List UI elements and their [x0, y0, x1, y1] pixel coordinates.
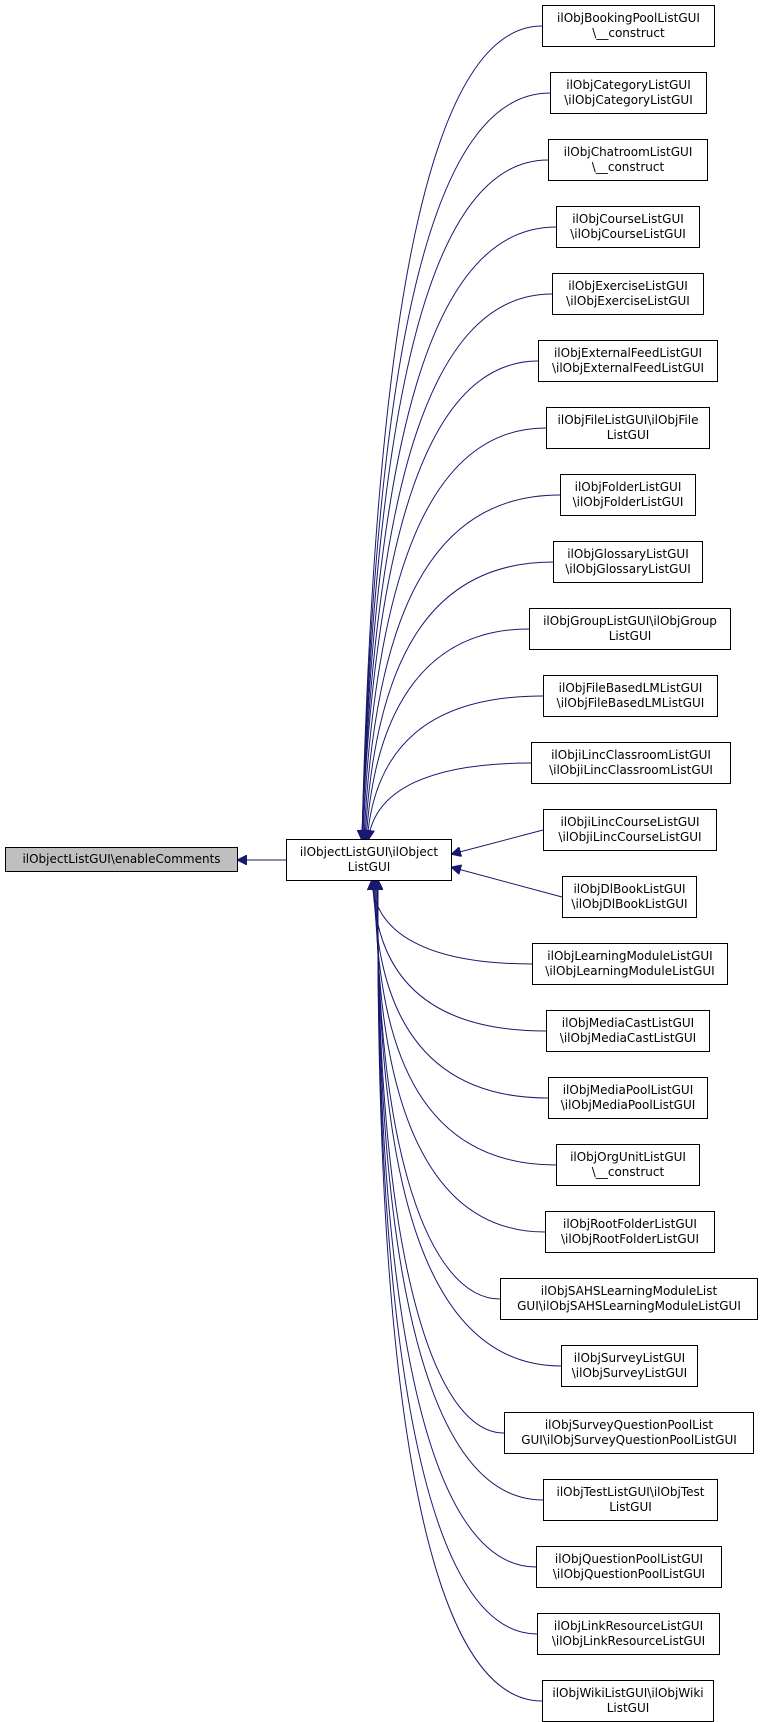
caller-node[interactable]: ilObjRootFolderListGUI \ilObjRootFolderL…: [545, 1211, 715, 1253]
caller-label: ilObjWikiListGUI\ilObjWiki ListGUI: [552, 1686, 704, 1715]
edge-caller-to-hub: [366, 628, 530, 839]
caller-label: ilObjMediaPoolListGUI \ilObjMediaPoolLis…: [560, 1083, 696, 1112]
edge-caller-to-hub: [362, 159, 549, 839]
caller-node[interactable]: ilObjGlossaryListGUI \ilObjGlossaryListG…: [553, 541, 703, 583]
caller-node[interactable]: ilObjGroupListGUI\ilObjGroup ListGUI: [529, 608, 731, 650]
edge-caller-to-hub: [374, 881, 549, 1099]
caller-node[interactable]: ilObjFolderListGUI \ilObjFolderListGUI: [560, 474, 696, 516]
caller-label: ilObjBookingPoolListGUI \__construct: [557, 11, 700, 40]
caller-label: ilObjExerciseListGUI \ilObjExerciseListG…: [566, 279, 690, 308]
caller-node[interactable]: ilObjMediaPoolListGUI \ilObjMediaPoolLis…: [548, 1077, 708, 1119]
caller-node[interactable]: ilObjCategoryListGUI \ilObjCategoryListG…: [550, 72, 707, 114]
edge-caller-to-hub: [362, 92, 551, 839]
caller-node[interactable]: ilObjSAHSLearningModuleList GUI\ilObjSAH…: [500, 1278, 758, 1320]
edge-caller-to-hub: [362, 226, 557, 839]
hub-constructor-label: ilObjectListGUI\ilObject ListGUI: [299, 845, 439, 874]
caller-label: ilObjCourseListGUI \ilObjCourseListGUI: [570, 212, 686, 241]
edge-caller-to-hub: [378, 881, 538, 1635]
caller-node[interactable]: ilObjExerciseListGUI \ilObjExerciseListG…: [552, 273, 704, 315]
caller-label: ilObjExternalFeedListGUI \ilObjExternalF…: [551, 346, 705, 375]
edge-caller-to-hub: [365, 561, 554, 839]
root-function-node[interactable]: ilObjectListGUI\enableComments: [5, 847, 238, 872]
caller-node[interactable]: ilObjLinkResourceListGUI \ilObjLinkResou…: [537, 1613, 720, 1655]
caller-label: ilObjOrgUnitListGUI \__construct: [570, 1150, 686, 1179]
edge-caller-to-hub: [363, 427, 547, 839]
root-function-label: ilObjectListGUI\enableComments: [22, 852, 221, 866]
caller-node[interactable]: ilObjSurveyListGUI \ilObjSurveyListGUI: [561, 1345, 698, 1387]
caller-label: ilObjGlossaryListGUI \ilObjGlossaryListG…: [565, 547, 691, 576]
caller-label: ilObjLinkResourceListGUI \ilObjLinkResou…: [551, 1619, 706, 1648]
caller-node[interactable]: ilObjChatroomListGUI \__construct: [548, 139, 708, 181]
edge-caller-to-hub: [364, 494, 561, 839]
edge-caller-to-hub: [367, 695, 544, 839]
caller-node[interactable]: ilObjOrgUnitListGUI \__construct: [556, 1144, 700, 1186]
caller-label: ilObjMediaCastListGUI \ilObjMediaCastLis…: [559, 1016, 697, 1045]
edge-caller-to-hub: [375, 881, 557, 1166]
edge-caller-to-hub: [373, 881, 547, 1032]
edges: [238, 25, 563, 1702]
caller-label: ilObjTestListGUI\ilObjTest ListGUI: [556, 1485, 705, 1514]
edge-caller-to-hub: [377, 881, 501, 1300]
caller-node[interactable]: ilObjExternalFeedListGUI \ilObjExternalF…: [538, 340, 718, 382]
caller-node[interactable]: ilObjWikiListGUI\ilObjWiki ListGUI: [542, 1680, 714, 1722]
caller-node[interactable]: ilObjMediaCastListGUI \ilObjMediaCastLis…: [546, 1010, 710, 1052]
hub-constructor-node[interactable]: ilObjectListGUI\ilObject ListGUI: [286, 839, 452, 881]
edge-caller-to-hub: [378, 881, 543, 1702]
caller-node[interactable]: ilObjiLincCourseListGUI \ilObjiLincCours…: [543, 809, 717, 851]
caller-label: ilObjDlBookListGUI \ilObjDlBookListGUI: [571, 882, 688, 911]
caller-node[interactable]: ilObjTestListGUI\ilObjTest ListGUI: [543, 1479, 718, 1521]
edge-caller-to-hub: [362, 25, 543, 839]
caller-label: ilObjiLincClassroomListGUI \ilObjiLincCl…: [549, 748, 713, 777]
caller-label: ilObjFileBasedLMListGUI \ilObjFileBasedL…: [556, 681, 705, 710]
caller-label: ilObjFolderListGUI \ilObjFolderListGUI: [572, 480, 684, 509]
edge-caller-to-hub: [362, 360, 539, 839]
edge-caller-to-hub: [378, 881, 562, 1367]
caller-node[interactable]: ilObjBookingPoolListGUI \__construct: [542, 5, 715, 47]
edge-caller-to-hub: [378, 881, 505, 1434]
edge-caller-to-hub: [362, 293, 553, 839]
caller-label: ilObjCategoryListGUI \ilObjCategoryListG…: [564, 78, 693, 107]
caller-node[interactable]: ilObjQuestionPoolListGUI \ilObjQuestionP…: [536, 1546, 722, 1588]
caller-label: ilObjLearningModuleListGUI \ilObjLearnin…: [545, 949, 715, 978]
caller-node[interactable]: ilObjiLincClassroomListGUI \ilObjiLincCl…: [531, 742, 731, 784]
edge-caller-to-hub: [378, 881, 537, 1568]
caller-label: ilObjFileListGUI\ilObjFile ListGUI: [557, 413, 699, 442]
caller-node[interactable]: ilObjDlBookListGUI \ilObjDlBookListGUI: [562, 876, 697, 918]
edge-caller-to-hub: [452, 867, 563, 898]
caller-node[interactable]: ilObjFileListGUI\ilObjFile ListGUI: [546, 407, 710, 449]
caller-label: ilObjRootFolderListGUI \ilObjRootFolderL…: [561, 1217, 699, 1246]
edge-caller-to-hub: [452, 829, 544, 854]
caller-label: ilObjSAHSLearningModuleList GUI\ilObjSAH…: [517, 1284, 741, 1313]
caller-label: ilObjSurveyListGUI \ilObjSurveyListGUI: [571, 1351, 688, 1380]
caller-node[interactable]: ilObjLearningModuleListGUI \ilObjLearnin…: [532, 943, 728, 985]
caller-node[interactable]: ilObjCourseListGUI \ilObjCourseListGUI: [556, 206, 700, 248]
caller-label: ilObjChatroomListGUI \__construct: [563, 145, 693, 174]
caller-label: ilObjQuestionPoolListGUI \ilObjQuestionP…: [552, 1552, 706, 1581]
edge-caller-to-hub: [368, 762, 532, 839]
caller-node[interactable]: ilObjFileBasedLMListGUI \ilObjFileBasedL…: [543, 675, 718, 717]
caller-label: ilObjGroupListGUI\ilObjGroup ListGUI: [543, 614, 717, 643]
edge-caller-to-hub: [372, 881, 533, 965]
caller-label: ilObjSurveyQuestionPoolList GUI\ilObjSur…: [521, 1418, 737, 1447]
edge-caller-to-hub: [378, 881, 544, 1501]
caller-label: ilObjiLincCourseListGUI \ilObjiLincCours…: [558, 815, 702, 844]
caller-node[interactable]: ilObjSurveyQuestionPoolList GUI\ilObjSur…: [504, 1412, 754, 1454]
